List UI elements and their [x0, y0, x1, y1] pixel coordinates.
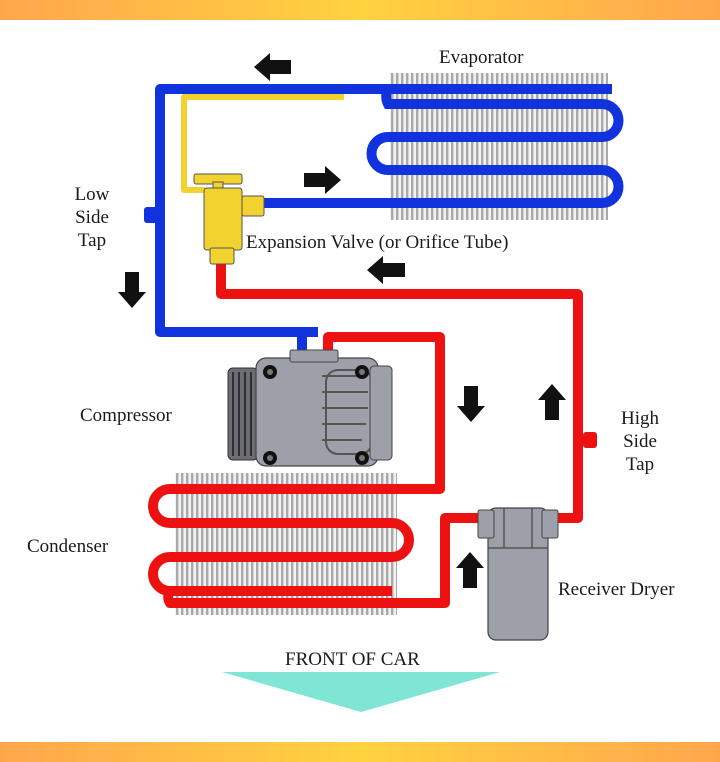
- low-side-tap-label: Low Side Tap: [74, 184, 110, 251]
- flow-arrow-right-evaporator-icon: [304, 166, 341, 194]
- liquid-line: [216, 262, 583, 523]
- expansion-valve-label: Expansion Valve (or Orifice Tube): [246, 232, 509, 253]
- receiver-dryer: [477, 507, 559, 641]
- front-of-car-label: FRONT OF CAR: [285, 649, 420, 670]
- condenser-outlet-line: [163, 513, 478, 608]
- evaporator-label: Evaporator: [439, 47, 524, 68]
- suction-line: [155, 84, 612, 356]
- flow-arrow-up-liquid-icon: [538, 384, 566, 420]
- top-border-band: [0, 0, 720, 20]
- condenser-coil: [148, 484, 414, 596]
- compressor-label: Compressor: [80, 405, 172, 426]
- bottom-border-band: [0, 742, 720, 762]
- low-side-tap-port: [144, 207, 158, 223]
- discharge-line: [170, 332, 445, 494]
- flow-arrow-left-liquid-icon: [367, 256, 405, 284]
- condenser-label: Condenser: [27, 536, 109, 557]
- sensing-bulb-line: [181, 94, 344, 193]
- evaporator-fins: [390, 73, 608, 220]
- receiver-dryer-label: Receiver Dryer: [558, 579, 675, 600]
- expansion-valve: [193, 173, 265, 265]
- flow-arrow-down-suction-icon: [118, 272, 146, 308]
- compressor: [227, 349, 393, 467]
- flow-arrow-left-top-icon: [254, 53, 291, 81]
- flow-arrow-down-discharge-icon: [457, 386, 485, 422]
- high-side-tap-port: [583, 432, 597, 448]
- high-side-tap-label: High Side Tap: [621, 408, 659, 475]
- front-of-car-arrow: [222, 672, 500, 712]
- flow-arrow-up-condenser-outlet-icon: [456, 552, 484, 588]
